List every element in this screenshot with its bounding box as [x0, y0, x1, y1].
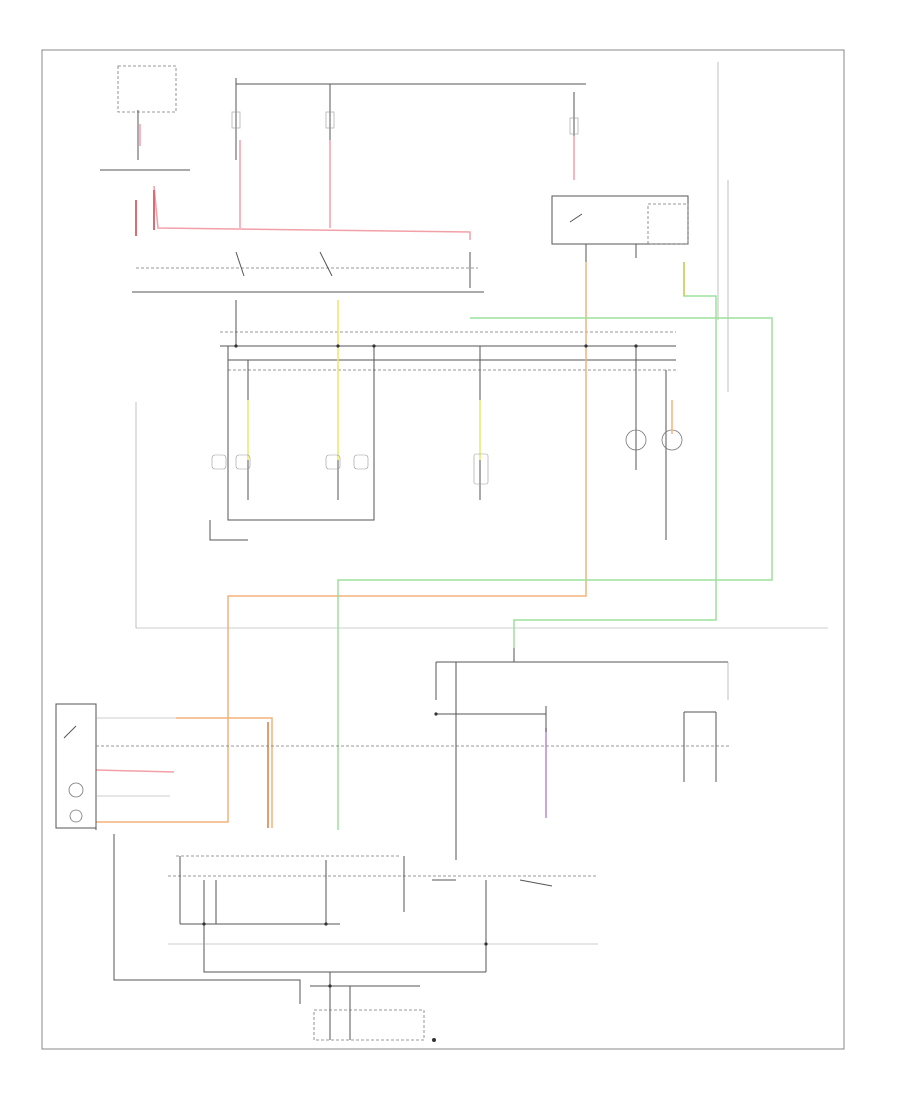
green-wire-2	[513, 262, 717, 648]
lamp-left	[625, 429, 647, 451]
headlamp-bus-section	[135, 258, 828, 629]
red-wire-lower	[95, 769, 175, 773]
green-wire	[337, 317, 773, 830]
red-wire-horizontal	[153, 185, 471, 240]
colored-feeds	[95, 262, 773, 830]
orange-wire	[96, 262, 587, 823]
top-fuse-section	[100, 62, 729, 392]
diagram-border	[41, 49, 845, 1050]
orange-wire-3	[176, 717, 273, 828]
lower-switch-section	[55, 344, 730, 1042]
